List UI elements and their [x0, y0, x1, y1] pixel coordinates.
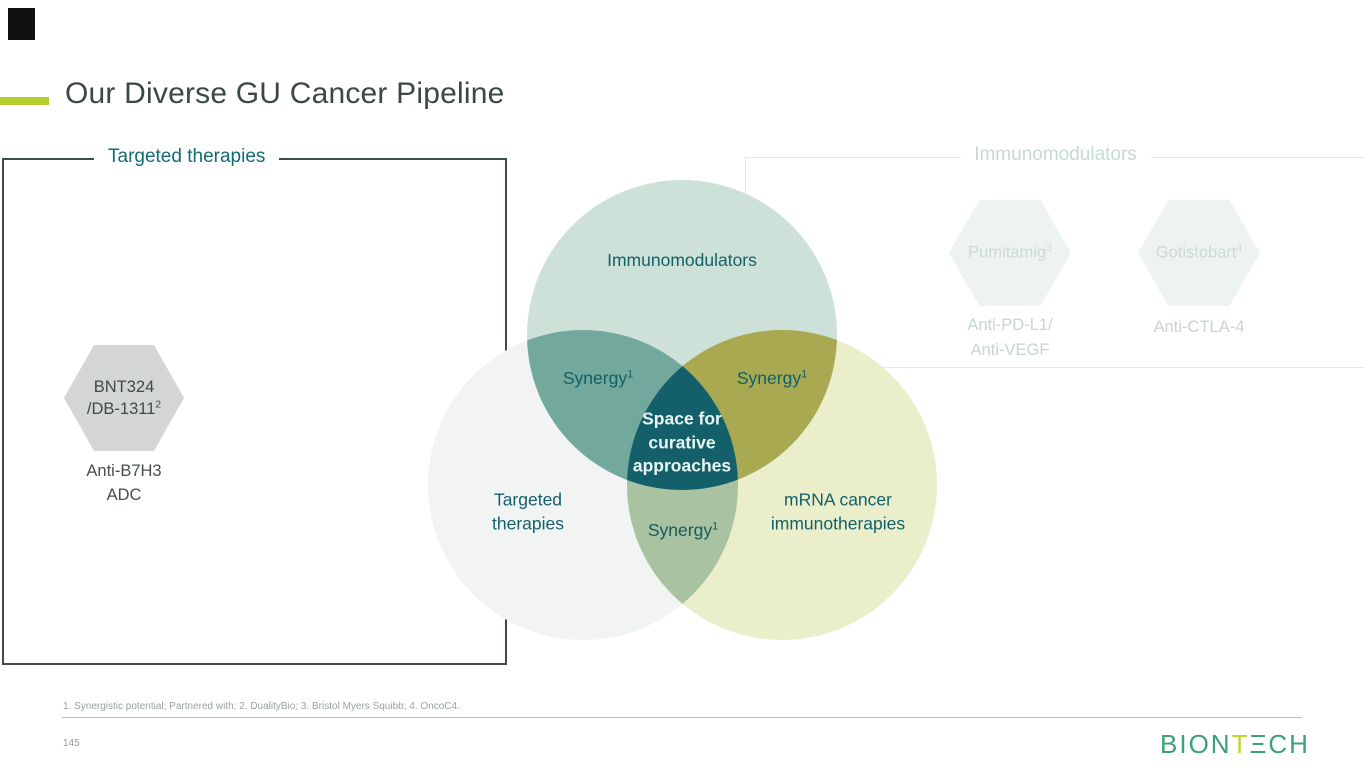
bnt324-footnote-ref: 2: [155, 399, 162, 411]
center-label-line2: curative: [648, 432, 716, 453]
pumitamig-target-label: Anti-PD-L1/ Anti-VEGF: [930, 313, 1090, 363]
venn-label-targeted: Targeted therapies: [492, 488, 564, 535]
pumitamig-footnote-ref: 3: [1046, 243, 1052, 255]
logo-segment: ΞCH: [1249, 729, 1310, 759]
synergy-text: Synergy: [736, 368, 802, 389]
logo-segment-t: T: [1231, 729, 1250, 759]
targeted-therapies-panel-label: Targeted therapies: [94, 146, 280, 168]
pumitamig-name: Pumitamig: [968, 243, 1047, 262]
venn-label-mrna-line2: immunotherapies: [770, 513, 906, 533]
gotistobart-hexagon: Gotistobart4: [1138, 200, 1260, 306]
biontech-logo: BIONTΞCH: [1160, 729, 1310, 760]
synergy-label-left: Synergy1: [563, 367, 633, 391]
bnt324-target-line1: Anti-B7H3: [86, 462, 162, 480]
center-label-line1: Space for: [642, 408, 722, 429]
synergy-text: Synergy: [562, 368, 628, 389]
logo-segment: BION: [1160, 729, 1232, 759]
center-label-line3: approaches: [632, 455, 732, 476]
venn-label-targeted-line2: therapies: [492, 513, 564, 533]
synergy-label-right: Synergy1: [737, 367, 807, 391]
corner-marker: [8, 8, 35, 40]
synergy-label-bottom: Synergy1: [648, 519, 718, 543]
pumitamig-target-line2: Anti-VEGF: [970, 340, 1050, 359]
synergy-footnote-ref: 1: [801, 368, 808, 381]
venn-center-label: Space for curative approaches: [633, 408, 731, 479]
title-accent-bar: [0, 97, 49, 105]
gotistobart-footnote-ref: 4: [1236, 243, 1243, 255]
synergy-text: Synergy: [647, 520, 713, 541]
immunomodulators-panel: Immunomodulators: [745, 144, 1365, 368]
venn-diagram: [428, 180, 937, 640]
venn-label-mrna: mRNA cancer immunotherapies: [771, 488, 905, 535]
pumitamig-target-line1: Anti-PD-L1/: [967, 316, 1053, 334]
bnt324-name-line2: /DB-1311: [86, 400, 156, 418]
immunomodulators-panel-label: Immunomodulators: [960, 144, 1151, 166]
gotistobart-target-label: Anti-CTLA-4: [1153, 318, 1245, 336]
synergy-footnote-ref: 1: [712, 520, 719, 533]
footer-divider: [62, 717, 1302, 718]
venn-label-mrna-line1: mRNA cancer: [784, 489, 892, 510]
footnote: 1. Synergistic potential; Partnered with…: [63, 701, 460, 712]
bnt324-name-line1: BNT324: [93, 377, 155, 396]
synergy-footnote-ref: 1: [627, 368, 634, 381]
bnt324-target-label: Anti-B7H3 ADC: [44, 460, 204, 508]
venn-center-region: [627, 330, 738, 490]
page-title: Our Diverse GU Cancer Pipeline: [65, 77, 505, 110]
page-number: 145: [63, 738, 80, 749]
venn-label-immunomodulators: Immunomodulators: [607, 250, 757, 271]
gotistobart-name: Gotistobart: [1155, 243, 1237, 262]
bnt324-target-line2: ADC: [106, 485, 142, 504]
venn-label-targeted-line1: Targeted: [493, 489, 563, 510]
